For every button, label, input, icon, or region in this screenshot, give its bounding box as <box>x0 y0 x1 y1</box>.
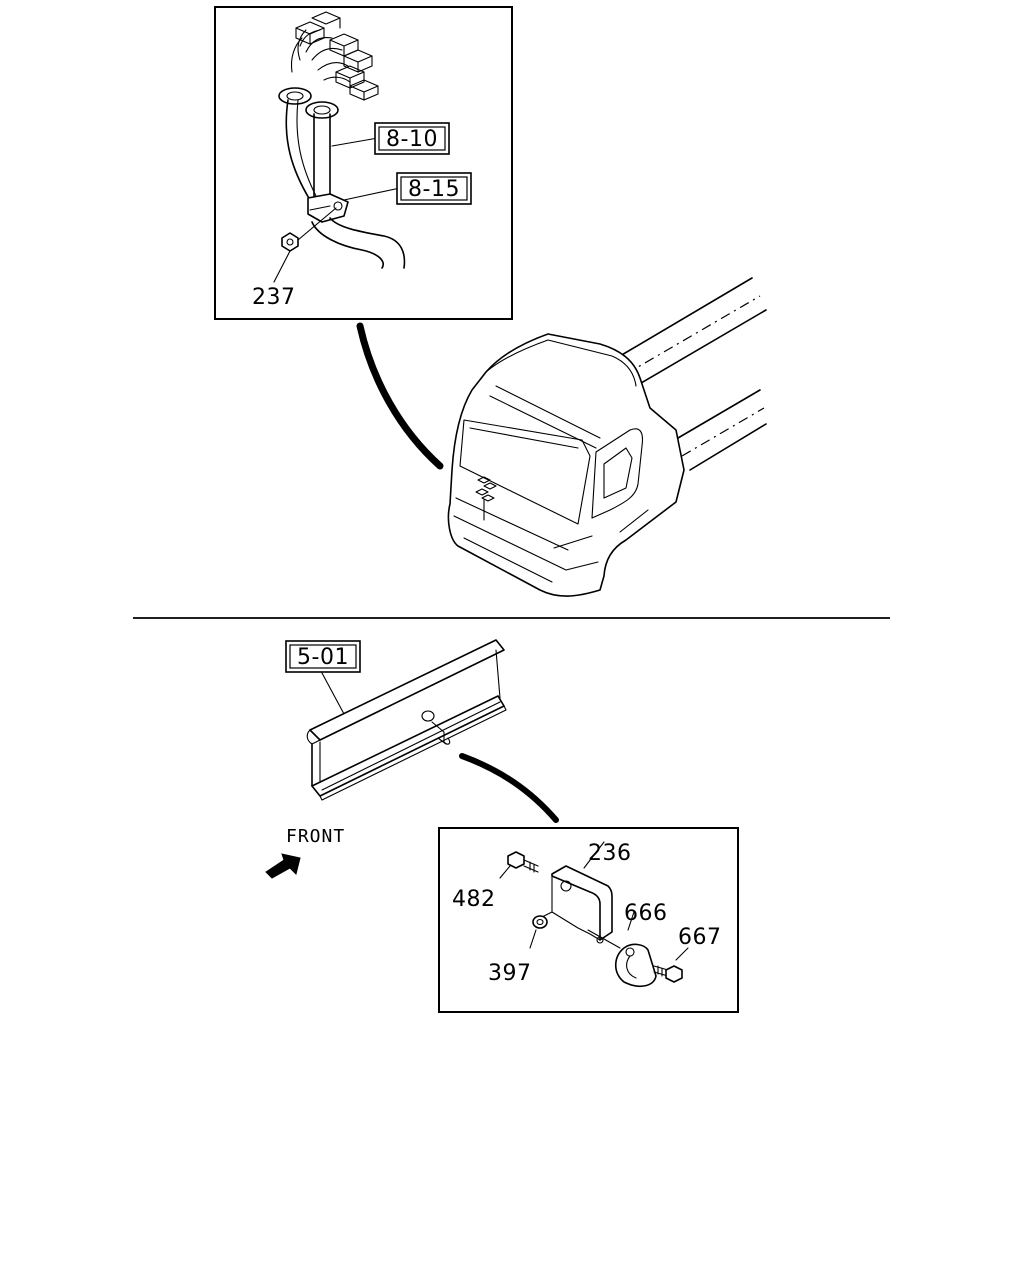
front-label: FRONT <box>286 826 345 847</box>
clip-666-icon <box>614 943 657 988</box>
bolt-482-icon <box>507 851 539 873</box>
ref-label-8-10: 8-10 <box>386 127 438 152</box>
part-label-667: 667 <box>678 925 722 950</box>
ref-box-8-10: 8-10 <box>374 122 450 155</box>
ref-label-5-01: 5-01 <box>297 645 349 670</box>
nut-237-icon <box>281 232 299 252</box>
ref-label-8-15: 8-15 <box>408 177 460 202</box>
bottom-callout-arrow <box>459 753 559 823</box>
part-label-666: 666 <box>624 901 668 926</box>
part-label-482: 482 <box>452 887 496 912</box>
detail-callout-arrow <box>356 322 444 470</box>
part-label-397: 397 <box>488 961 532 986</box>
top-detail-frame <box>214 6 513 320</box>
bracket-assembly-illustration <box>499 841 689 988</box>
bottom-detail-frame <box>438 827 739 1013</box>
ref-box-8-15: 8-15 <box>396 172 472 205</box>
wiring-harness-illustration <box>273 11 406 283</box>
truck-cab-illustration <box>447 277 767 597</box>
ref-box-5-01: 5-01 <box>285 640 361 673</box>
part-label-237: 237 <box>252 285 296 310</box>
bolt-667-icon <box>653 965 683 983</box>
washer-397-icon <box>532 915 548 929</box>
front-arrow-icon <box>265 853 301 879</box>
part-label-236: 236 <box>588 841 632 866</box>
frame-rail-illustration <box>306 639 507 801</box>
